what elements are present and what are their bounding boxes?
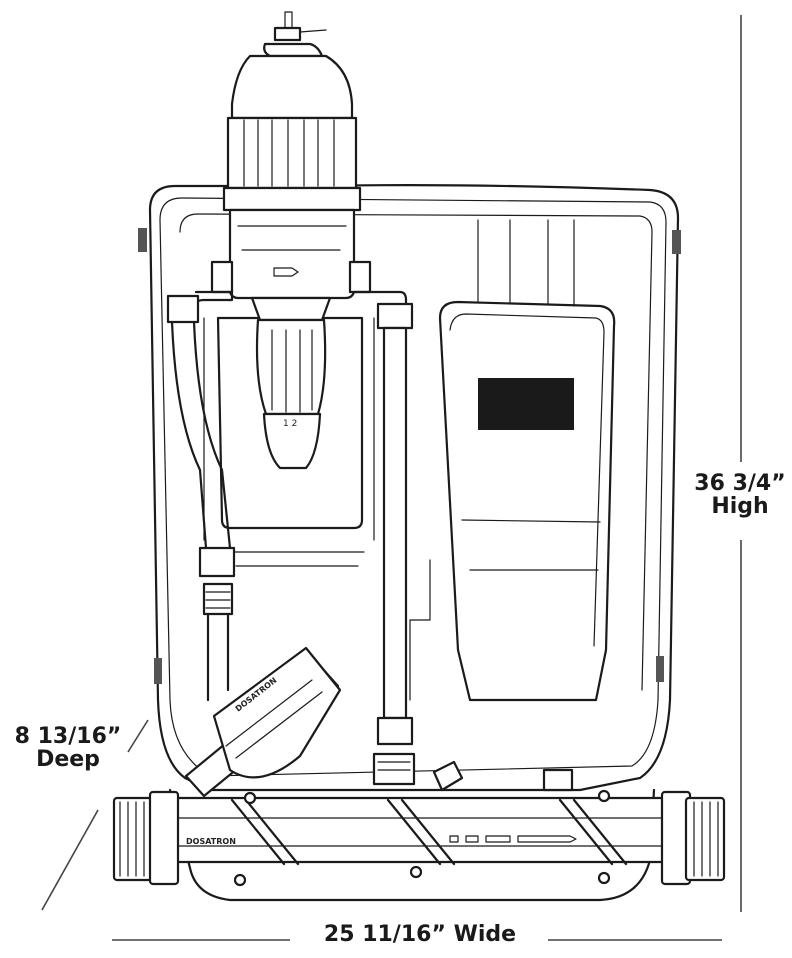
bottom-manifold: DOSATRON [112, 788, 726, 902]
depth-dimension-line-top [127, 719, 149, 753]
depth-dimension-label: 8 13/16” Deep [2, 725, 134, 771]
width-dimension-label: 25 11/16” Wide [300, 923, 540, 946]
label-plate [478, 378, 574, 430]
filter-head: DOSATRON [184, 646, 342, 798]
left-hose [166, 290, 236, 702]
height-value: 36 3/4” [694, 471, 786, 496]
brand-mark-manifold: DOSATRON [186, 837, 236, 846]
height-dimension-label: 36 3/4” High [688, 472, 792, 518]
depth-dimension-line-bottom [41, 809, 99, 911]
height-word: High [711, 494, 769, 520]
right-pipe [352, 290, 574, 792]
width-text: 25 11/16” Wide [323, 922, 517, 947]
dosing-pump: 1 2 [210, 11, 372, 470]
right-inner-panel [438, 219, 616, 702]
depth-value: 8 13/16” [14, 724, 122, 749]
depth-word: Deep [36, 747, 100, 773]
dial-label: 1 2 [283, 419, 297, 429]
center-recess [203, 316, 431, 701]
